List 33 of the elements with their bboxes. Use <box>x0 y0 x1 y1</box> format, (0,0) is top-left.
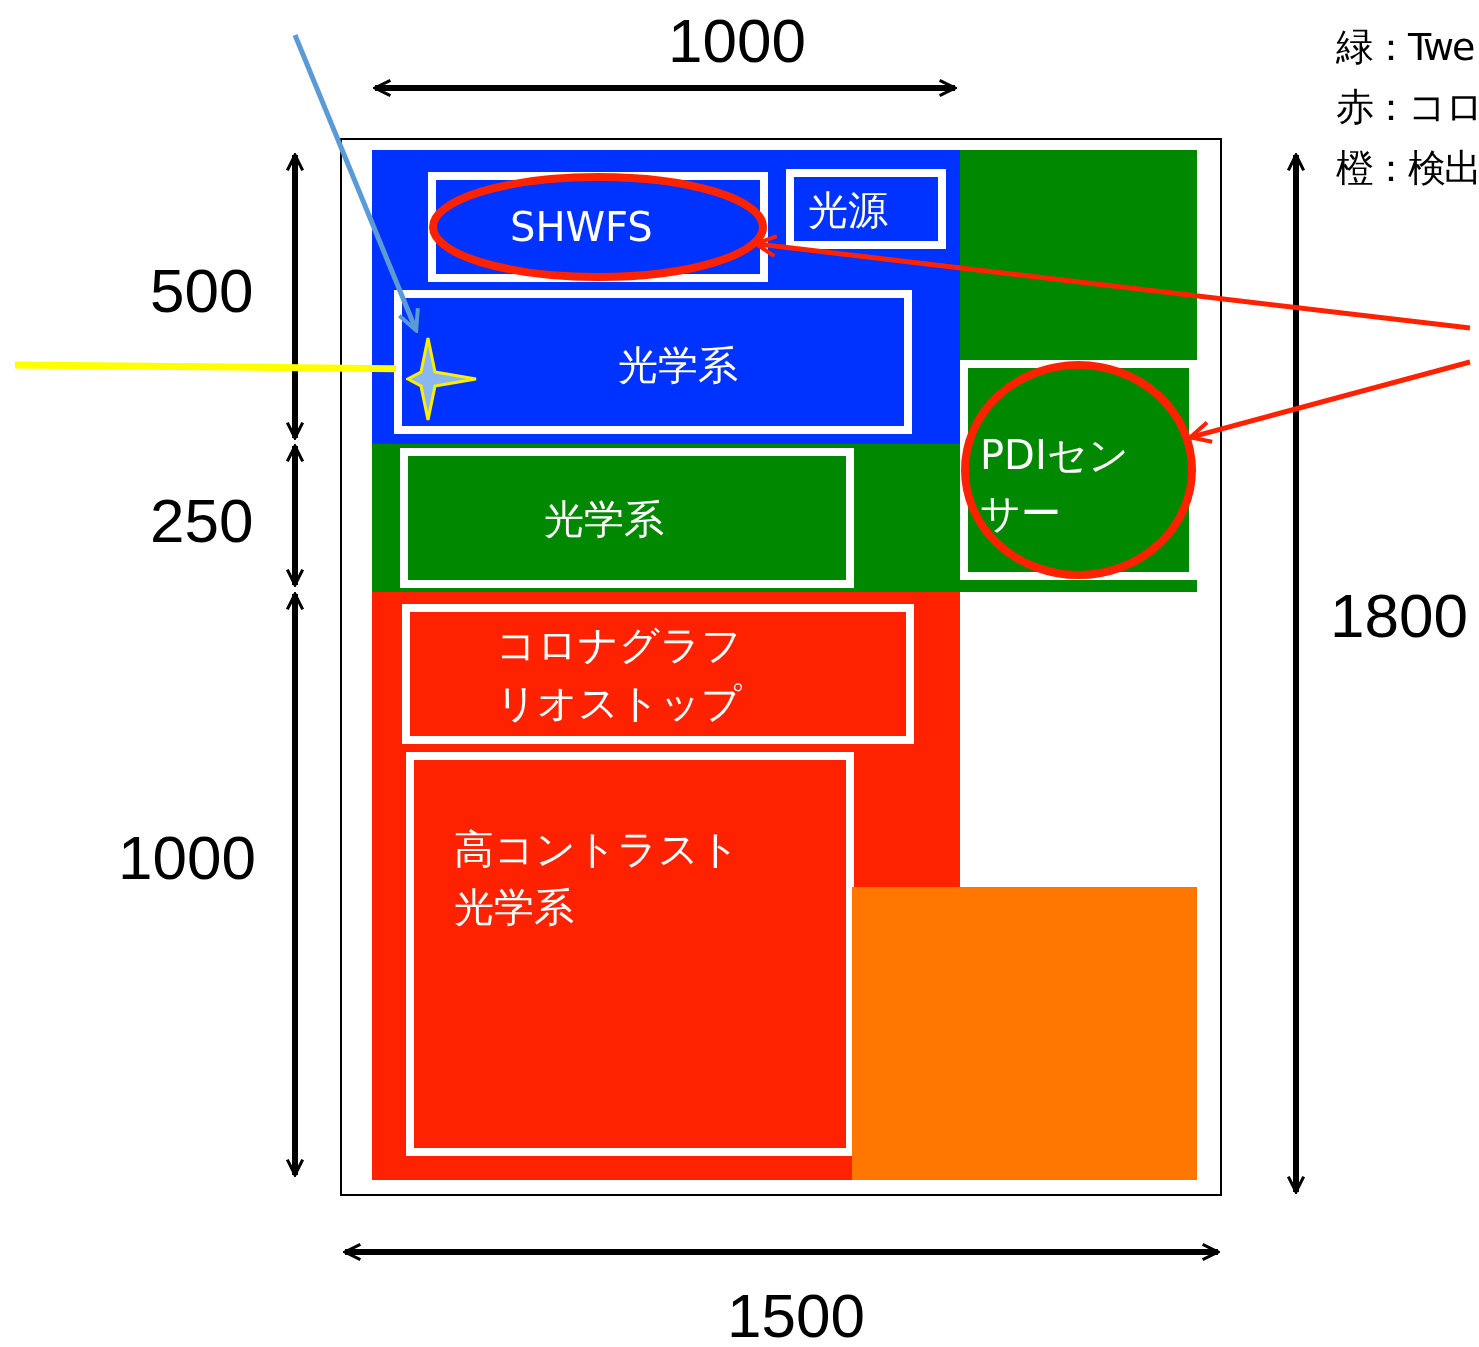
component-box <box>402 604 914 744</box>
component-label: 高コントラスト光学系 <box>454 825 741 932</box>
component-label: SHWFS <box>510 203 654 252</box>
component-label: 光学系 <box>544 495 665 544</box>
arrow <box>1188 359 1471 444</box>
zone-area <box>852 887 1197 1180</box>
legend-text: 緑：Twe <box>1336 24 1474 71</box>
dimension-label: 1000 <box>118 822 256 893</box>
component-label: 光源 <box>808 186 889 235</box>
zone-area <box>372 150 960 444</box>
component-label: コロナグラフリオストップ <box>496 621 743 728</box>
star-icon <box>406 336 478 422</box>
zone-area <box>372 150 1197 592</box>
legend-text: 橙：検出 <box>1336 145 1479 192</box>
component-label: 光学系 <box>618 341 739 390</box>
dimension-label: 250 <box>150 485 254 556</box>
legend-text: 赤：コロ <box>1336 84 1479 131</box>
component-label: PDIセンサー <box>980 431 1130 538</box>
component-box <box>400 448 854 588</box>
component-box <box>428 172 768 282</box>
enclosure-outline <box>340 138 1222 1196</box>
dimension-label: 500 <box>150 255 254 326</box>
dimension-label: 1500 <box>727 1280 865 1347</box>
component-box <box>406 752 854 1156</box>
dimension-label: 1800 <box>1330 580 1468 651</box>
dimension-label: 1000 <box>668 5 806 76</box>
component-box <box>394 290 912 434</box>
component-box <box>786 169 946 249</box>
arrow <box>753 234 1471 331</box>
light-beam <box>14 361 397 373</box>
leader-line <box>292 34 420 333</box>
component-box <box>960 360 1197 580</box>
zone-area <box>372 592 960 1180</box>
